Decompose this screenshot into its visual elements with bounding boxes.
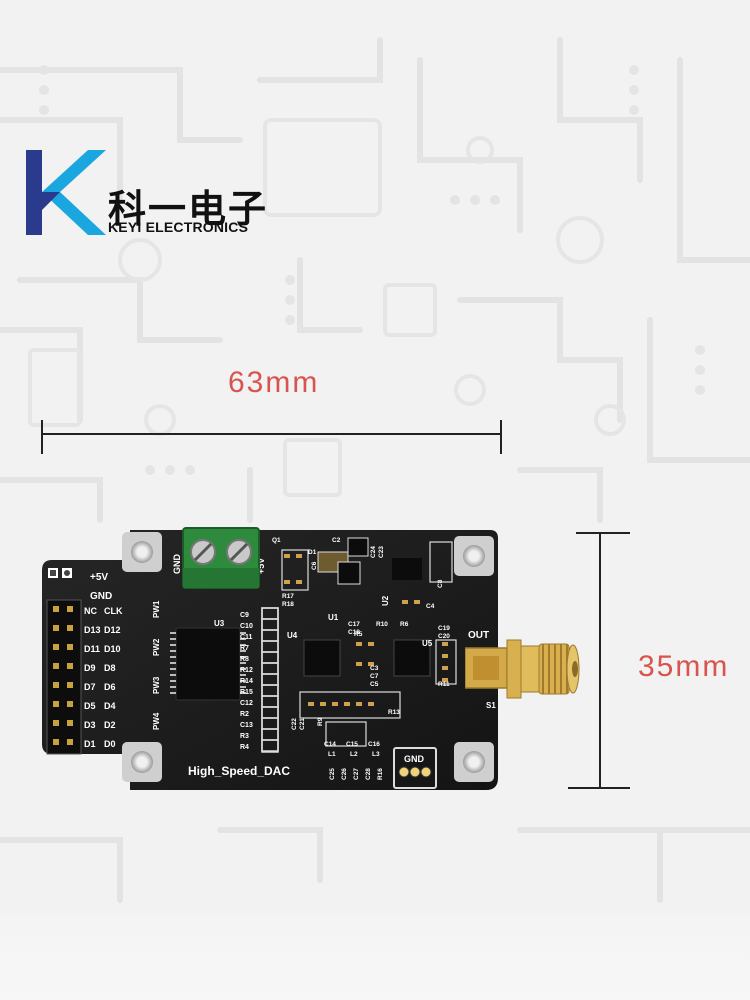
svg-text:L2: L2	[350, 751, 358, 758]
gnd-header-label: GND	[404, 754, 425, 764]
pin-right-5: D4	[104, 701, 116, 711]
width-dimension-label: 63mm	[228, 366, 320, 399]
bottom-fade	[0, 915, 750, 1000]
screw-terminal	[182, 527, 260, 589]
comp-label: C12	[240, 700, 253, 707]
svg-text:C5: C5	[370, 681, 379, 688]
comp-label: R2	[240, 711, 249, 718]
pin-left-1: D13	[84, 625, 101, 635]
comp-label: C10	[240, 623, 253, 630]
comp-label: R7	[240, 645, 249, 652]
mounting-holes	[122, 532, 494, 782]
svg-text:C2: C2	[332, 537, 341, 544]
terminal-label-5v: +5V	[256, 558, 266, 574]
svg-text:C25: C25	[329, 768, 336, 780]
svg-text:R6: R6	[400, 621, 409, 628]
svg-text:C22: C22	[291, 718, 298, 730]
svg-text:C7: C7	[370, 673, 379, 680]
pin-left-7: D1	[84, 739, 96, 749]
pcb-board: +5V GND NC D13 D11 D9 D7 D5 D3 D1 CLK D1…	[42, 530, 498, 790]
board-name-label: High_Speed_DAC	[188, 764, 290, 778]
pw-label-4: PW4	[152, 712, 161, 730]
height-dimension-label: 35mm	[638, 650, 730, 683]
pw-label-3: PW3	[152, 676, 161, 694]
svg-text:L1: L1	[328, 751, 336, 758]
svg-text:R13: R13	[388, 709, 400, 716]
svg-text:Q1: Q1	[272, 537, 281, 544]
pw-label-1: PW1	[152, 600, 161, 618]
svg-text:C17: C17	[348, 621, 360, 628]
component-misc-labels: Q1 C2 C24 C23 R17 R18 C8 C4 C17 C18 R10 …	[272, 537, 450, 780]
svg-text:C21: C21	[299, 718, 306, 730]
svg-text:C6: C6	[311, 561, 318, 570]
svg-text:C4: C4	[426, 603, 435, 610]
pin-left-6: D3	[84, 720, 96, 730]
pin-left-3: D9	[84, 663, 96, 673]
comp-label: C9	[240, 612, 249, 619]
pin-left-2: D11	[84, 644, 100, 654]
svg-text:C27: C27	[353, 768, 360, 780]
svg-text:C15: C15	[346, 741, 358, 748]
height-dimension-line	[568, 532, 630, 789]
pin-label-gnd: GND	[90, 591, 112, 602]
svg-text:C3: C3	[370, 665, 379, 672]
pin-right-0: CLK	[104, 606, 123, 616]
svg-text:L3: L3	[372, 751, 380, 758]
sma-connector	[465, 639, 580, 699]
terminal-label-gnd: GND	[172, 554, 182, 575]
svg-text:R9: R9	[317, 717, 324, 726]
pin-right-4: D6	[104, 682, 116, 692]
comp-label: C11	[240, 634, 253, 641]
svg-text:R11: R11	[438, 681, 450, 688]
svg-text:R5: R5	[354, 631, 363, 638]
chip-label-u2: U2	[381, 595, 390, 606]
svg-text:C26: C26	[341, 768, 348, 780]
svg-text:C14: C14	[324, 741, 336, 748]
pin-left-0: NC	[84, 606, 97, 616]
comp-label: R3	[240, 733, 249, 740]
chip-label-u1: U1	[328, 613, 339, 622]
svg-text:C8: C8	[437, 579, 444, 588]
svg-text:C23: C23	[378, 546, 385, 558]
pin-label-5v: +5V	[90, 572, 108, 583]
chip-label-u5: U5	[422, 639, 433, 648]
brand-name-cn: 科一电子	[108, 187, 269, 231]
svg-text:C20: C20	[438, 633, 450, 640]
comp-label: R15	[240, 689, 253, 696]
chip-label-u3: U3	[214, 619, 225, 628]
comp-label: R12	[240, 667, 253, 674]
svg-text:R18: R18	[282, 601, 294, 608]
brand-name-en: KEYI ELECTRONICS	[108, 219, 249, 235]
connector-label-s1: S1	[486, 701, 496, 710]
pin-right-6: D2	[104, 720, 116, 730]
comp-label: R8	[240, 656, 249, 663]
width-dimension-line	[41, 420, 502, 454]
svg-text:C18: C18	[348, 629, 360, 636]
svg-text:R16: R16	[377, 768, 384, 780]
svg-text:R10: R10	[376, 621, 388, 628]
pin-left-5: D5	[84, 701, 96, 711]
svg-text:R17: R17	[282, 593, 294, 600]
svg-text:C19: C19	[438, 625, 450, 632]
svg-text:D1: D1	[308, 549, 317, 556]
chip-label-u4: U4	[287, 631, 298, 640]
component-column-labels: C9 C10 C11 R7 R8 R12 R14 R15 C12 R2 C13 …	[240, 612, 253, 751]
pin-right-1: D12	[104, 625, 121, 635]
pw-label-2: PW2	[152, 638, 161, 656]
pin-right-2: D10	[104, 644, 121, 654]
connector-label-out: OUT	[468, 630, 489, 641]
comp-label: R14	[240, 678, 253, 685]
pin-right-7: D0	[104, 739, 116, 749]
keyi-logo-icon	[26, 150, 106, 235]
comp-label: C13	[240, 722, 253, 729]
svg-text:C28: C28	[365, 768, 372, 780]
pin-left-4: D7	[84, 682, 96, 692]
comp-label: R4	[240, 744, 249, 751]
pin-right-3: D8	[104, 663, 116, 673]
svg-text:C16: C16	[368, 741, 380, 748]
svg-text:C24: C24	[370, 546, 377, 558]
